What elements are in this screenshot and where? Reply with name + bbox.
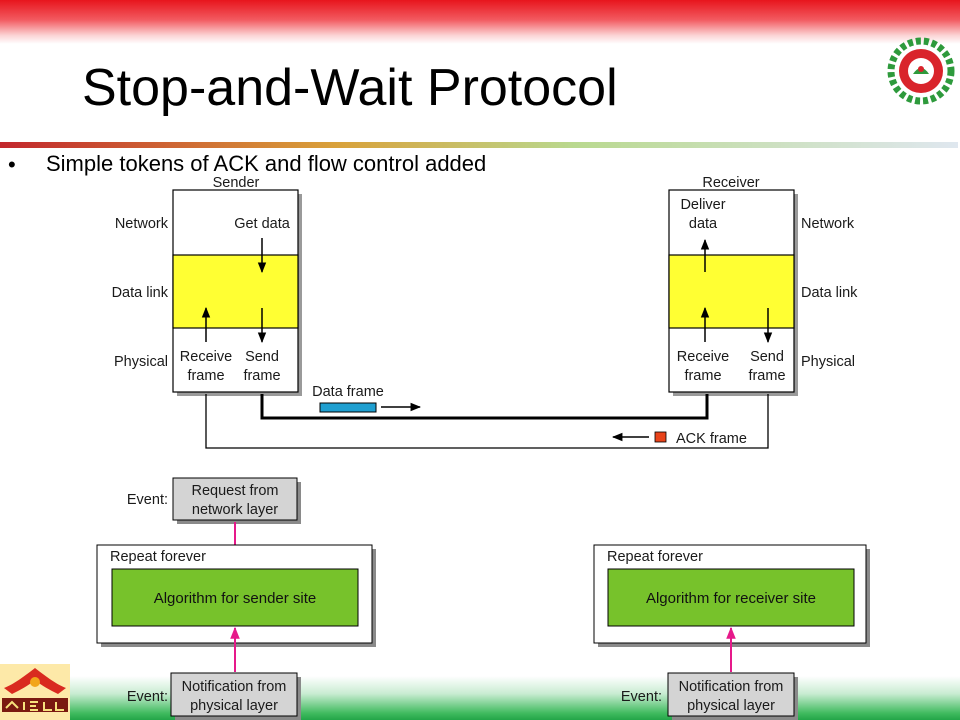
receiver-receive-line1: Receive	[677, 349, 729, 365]
receiver-algorithm-box	[607, 568, 855, 627]
sender-algorithm-box	[111, 568, 359, 627]
sender-event2-label: Event:	[127, 689, 168, 705]
receiver-event-label: Event:	[621, 689, 662, 705]
slide-title: Stop-and-Wait Protocol	[82, 59, 618, 117]
sender-send-line1: Send	[245, 349, 279, 365]
ack-channel	[205, 394, 769, 449]
request-line1: Request from	[191, 483, 278, 499]
sender-label: Sender	[213, 175, 260, 191]
sender-get-data: Get data	[234, 216, 291, 232]
top-red-band	[0, 0, 960, 44]
receiver-deliver-line1: Deliver	[680, 197, 725, 213]
receiver-notification-line1: Notification from	[679, 679, 784, 695]
receiver-notification-line2: physical layer	[687, 698, 775, 714]
data-channel	[260, 394, 709, 420]
sender-notification-line1: Notification from	[182, 679, 287, 695]
receiver-label: Receiver	[702, 175, 759, 191]
sender-notification-line2: physical layer	[190, 698, 278, 714]
sender-network-layer-label: Network	[115, 216, 169, 232]
data-frame-label: Data frame	[312, 384, 384, 400]
sender-event-label: Event:	[127, 492, 168, 508]
receiver-datalink-layer-label: Data link	[801, 285, 858, 301]
sender-repeat-label: Repeat forever	[110, 549, 206, 565]
sender-algorithm-label: Algorithm for sender site	[154, 590, 317, 607]
bullet-text: Simple tokens of ACK and flow control ad…	[46, 151, 487, 176]
sender-physical-layer-label: Physical	[114, 354, 168, 370]
sender-stack	[172, 189, 302, 396]
ecell-logo-icon	[0, 664, 70, 720]
receiver-physical-layer-label: Physical	[801, 354, 855, 370]
receiver-notification-box	[667, 672, 795, 717]
gear-emblem-icon	[887, 37, 955, 105]
sender-notification-box	[170, 672, 298, 717]
sender-receive-line2: frame	[187, 368, 224, 384]
receiver-deliver-line2: data	[689, 216, 718, 232]
bullet-marker: •	[8, 152, 16, 177]
receiver-send-line2: frame	[748, 368, 785, 384]
sender-receive-line1: Receive	[180, 349, 232, 365]
sender-datalink-layer-label: Data link	[112, 285, 169, 301]
request-line2: network layer	[192, 502, 278, 518]
sender-send-line2: frame	[243, 368, 280, 384]
bottom-green-band	[0, 676, 960, 720]
receiver-send-line1: Send	[750, 349, 784, 365]
receiver-network-layer-label: Network	[801, 216, 855, 232]
receiver-stack	[668, 189, 798, 396]
title-underline	[0, 142, 958, 148]
ack-frame-label: ACK frame	[676, 431, 747, 447]
request-event-box	[172, 477, 298, 521]
receiver-receive-line2: frame	[684, 368, 721, 384]
receiver-repeat-label: Repeat forever	[607, 549, 703, 565]
receiver-algorithm-label: Algorithm for receiver site	[646, 590, 816, 607]
